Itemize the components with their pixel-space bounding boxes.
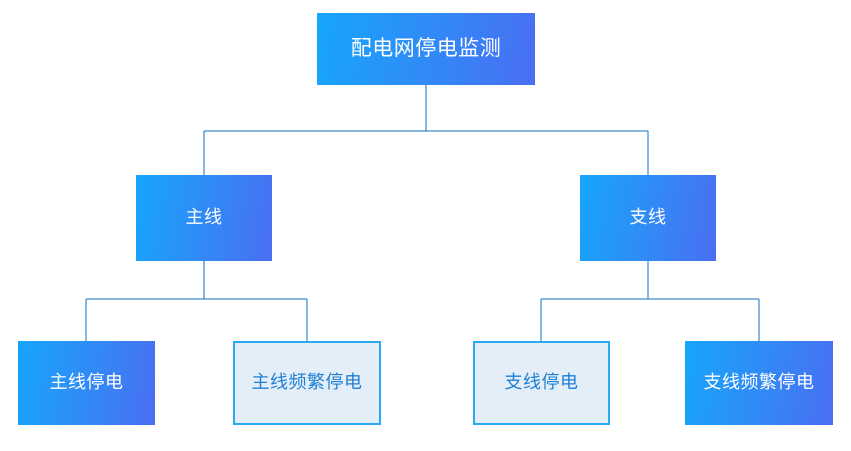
node-main-line[interactable]: 主线 (136, 175, 272, 261)
node-root-distribution-outage-monitoring[interactable]: 配电网停电监测 (317, 13, 535, 85)
node-branch-line-frequent-outage[interactable]: 支线频繁停电 (685, 341, 833, 425)
node-branch-line-outage[interactable]: 支线停电 (473, 341, 610, 425)
node-main-line-outage[interactable]: 主线停电 (18, 341, 155, 425)
node-branch-line[interactable]: 支线 (580, 175, 716, 261)
node-main-line-frequent-outage[interactable]: 主线频繁停电 (233, 341, 381, 425)
